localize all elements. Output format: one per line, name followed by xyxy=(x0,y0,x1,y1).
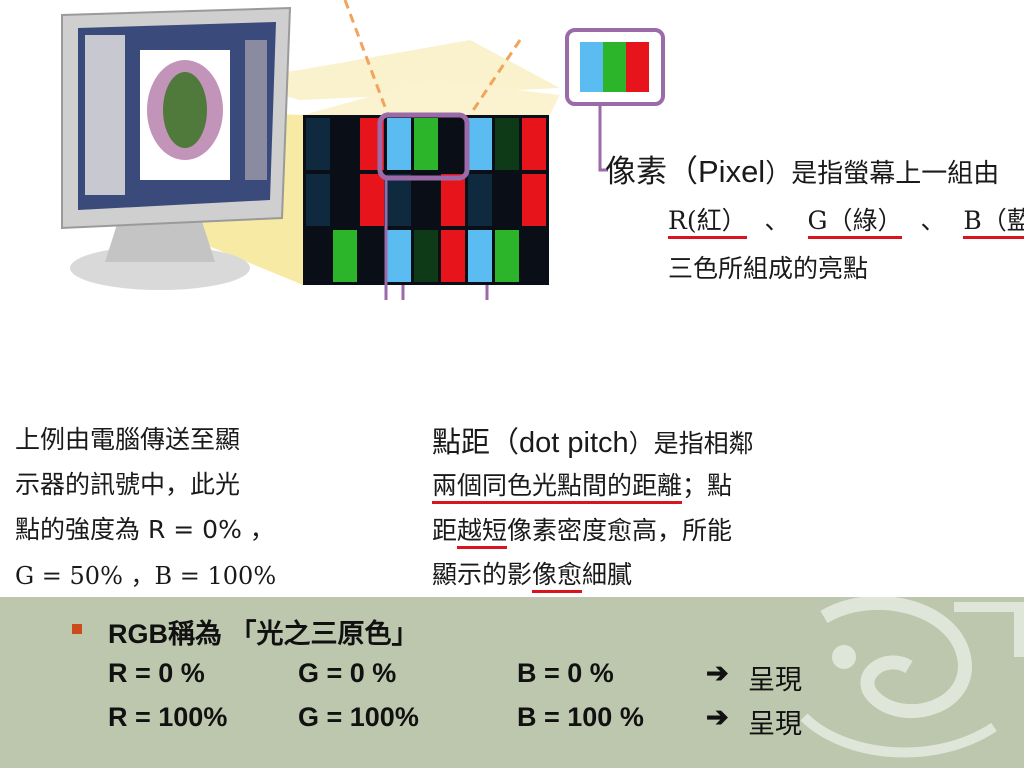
dot-pitch-title: 點距（dot pitch）是指相鄰 xyxy=(432,425,754,459)
row2-g: G = 100% xyxy=(298,702,419,732)
subpixel xyxy=(387,118,411,170)
subpixel xyxy=(495,230,519,282)
dot-pitch-line4: 顯示的影像愈細膩 xyxy=(432,555,632,593)
row2-r: R = 100% xyxy=(108,702,228,732)
subpixel xyxy=(360,230,384,282)
pixel-definition-title: 像素（Pixel）是指螢幕上一組由 xyxy=(605,154,1000,190)
subpixel xyxy=(495,174,519,226)
subpixel xyxy=(333,174,357,226)
subpixel xyxy=(387,230,411,282)
subpixel xyxy=(441,230,465,282)
subpixel xyxy=(387,174,411,226)
signal-note-line1: 上例由電腦傳送至顯 xyxy=(15,425,241,454)
subpixel xyxy=(441,118,465,170)
subpixel xyxy=(306,174,330,226)
subpixel xyxy=(468,230,492,282)
row2-result: 呈現 xyxy=(748,709,802,739)
subpixel xyxy=(468,174,492,226)
rgb-b-label: B（藍） xyxy=(963,206,1024,239)
pixel-term: Pixel xyxy=(698,154,766,189)
subpixel xyxy=(414,174,438,226)
row2-b: B = 100 % xyxy=(517,702,644,732)
dot-pitch-term: dot pitch xyxy=(519,427,629,459)
subpixel xyxy=(306,230,330,282)
subpixel xyxy=(468,118,492,170)
subpixel xyxy=(522,230,546,282)
signal-note-line4: G = 50% ，B = 100% xyxy=(15,562,277,590)
subpixel xyxy=(333,230,357,282)
subpixel xyxy=(333,118,357,170)
bullet-icon xyxy=(72,624,82,634)
decorative-pattern xyxy=(800,597,1024,758)
rgb-swatch xyxy=(377,28,665,300)
monitor-illustration xyxy=(61,0,560,290)
dot-pitch-line3: 距越短像素密度愈高，所能 xyxy=(432,511,732,549)
pixel-definition-line3: 三色所組成的亮點 xyxy=(668,254,869,283)
signal-note-line3: 點的強度為 R = 0% ， xyxy=(15,515,275,544)
arrow-right-icon: ➔ xyxy=(706,702,729,732)
bullet-line1: RGB稱為 「光之三原色」 xyxy=(108,619,419,649)
subpixel xyxy=(495,118,519,170)
subpixel xyxy=(522,118,546,170)
row1-g: G = 0 % xyxy=(298,658,397,688)
pixel-grid xyxy=(303,115,549,285)
subpixel xyxy=(306,118,330,170)
subpixel xyxy=(522,174,546,226)
subpixel xyxy=(414,230,438,282)
bottom-band xyxy=(0,597,1024,768)
row1-result: 呈現 xyxy=(748,665,802,695)
pixel-definition-rgb: R(紅） 、 G（綠） 、 B（藍） xyxy=(668,201,1024,239)
rgb-r-label: R(紅） xyxy=(668,206,747,239)
row1-r: R = 0 % xyxy=(108,658,205,688)
subpixel xyxy=(441,174,465,226)
subpixel xyxy=(360,174,384,226)
arrow-right-icon: ➔ xyxy=(706,658,729,688)
signal-note-line2: 示器的訊號中，此光 xyxy=(15,470,241,499)
subpixel xyxy=(414,118,438,170)
rgb-g-label: G（綠） xyxy=(807,206,903,239)
dot-pitch-line2: 兩個同色光點間的距離；點 xyxy=(432,466,732,504)
row1-b: B = 0 % xyxy=(517,658,614,688)
